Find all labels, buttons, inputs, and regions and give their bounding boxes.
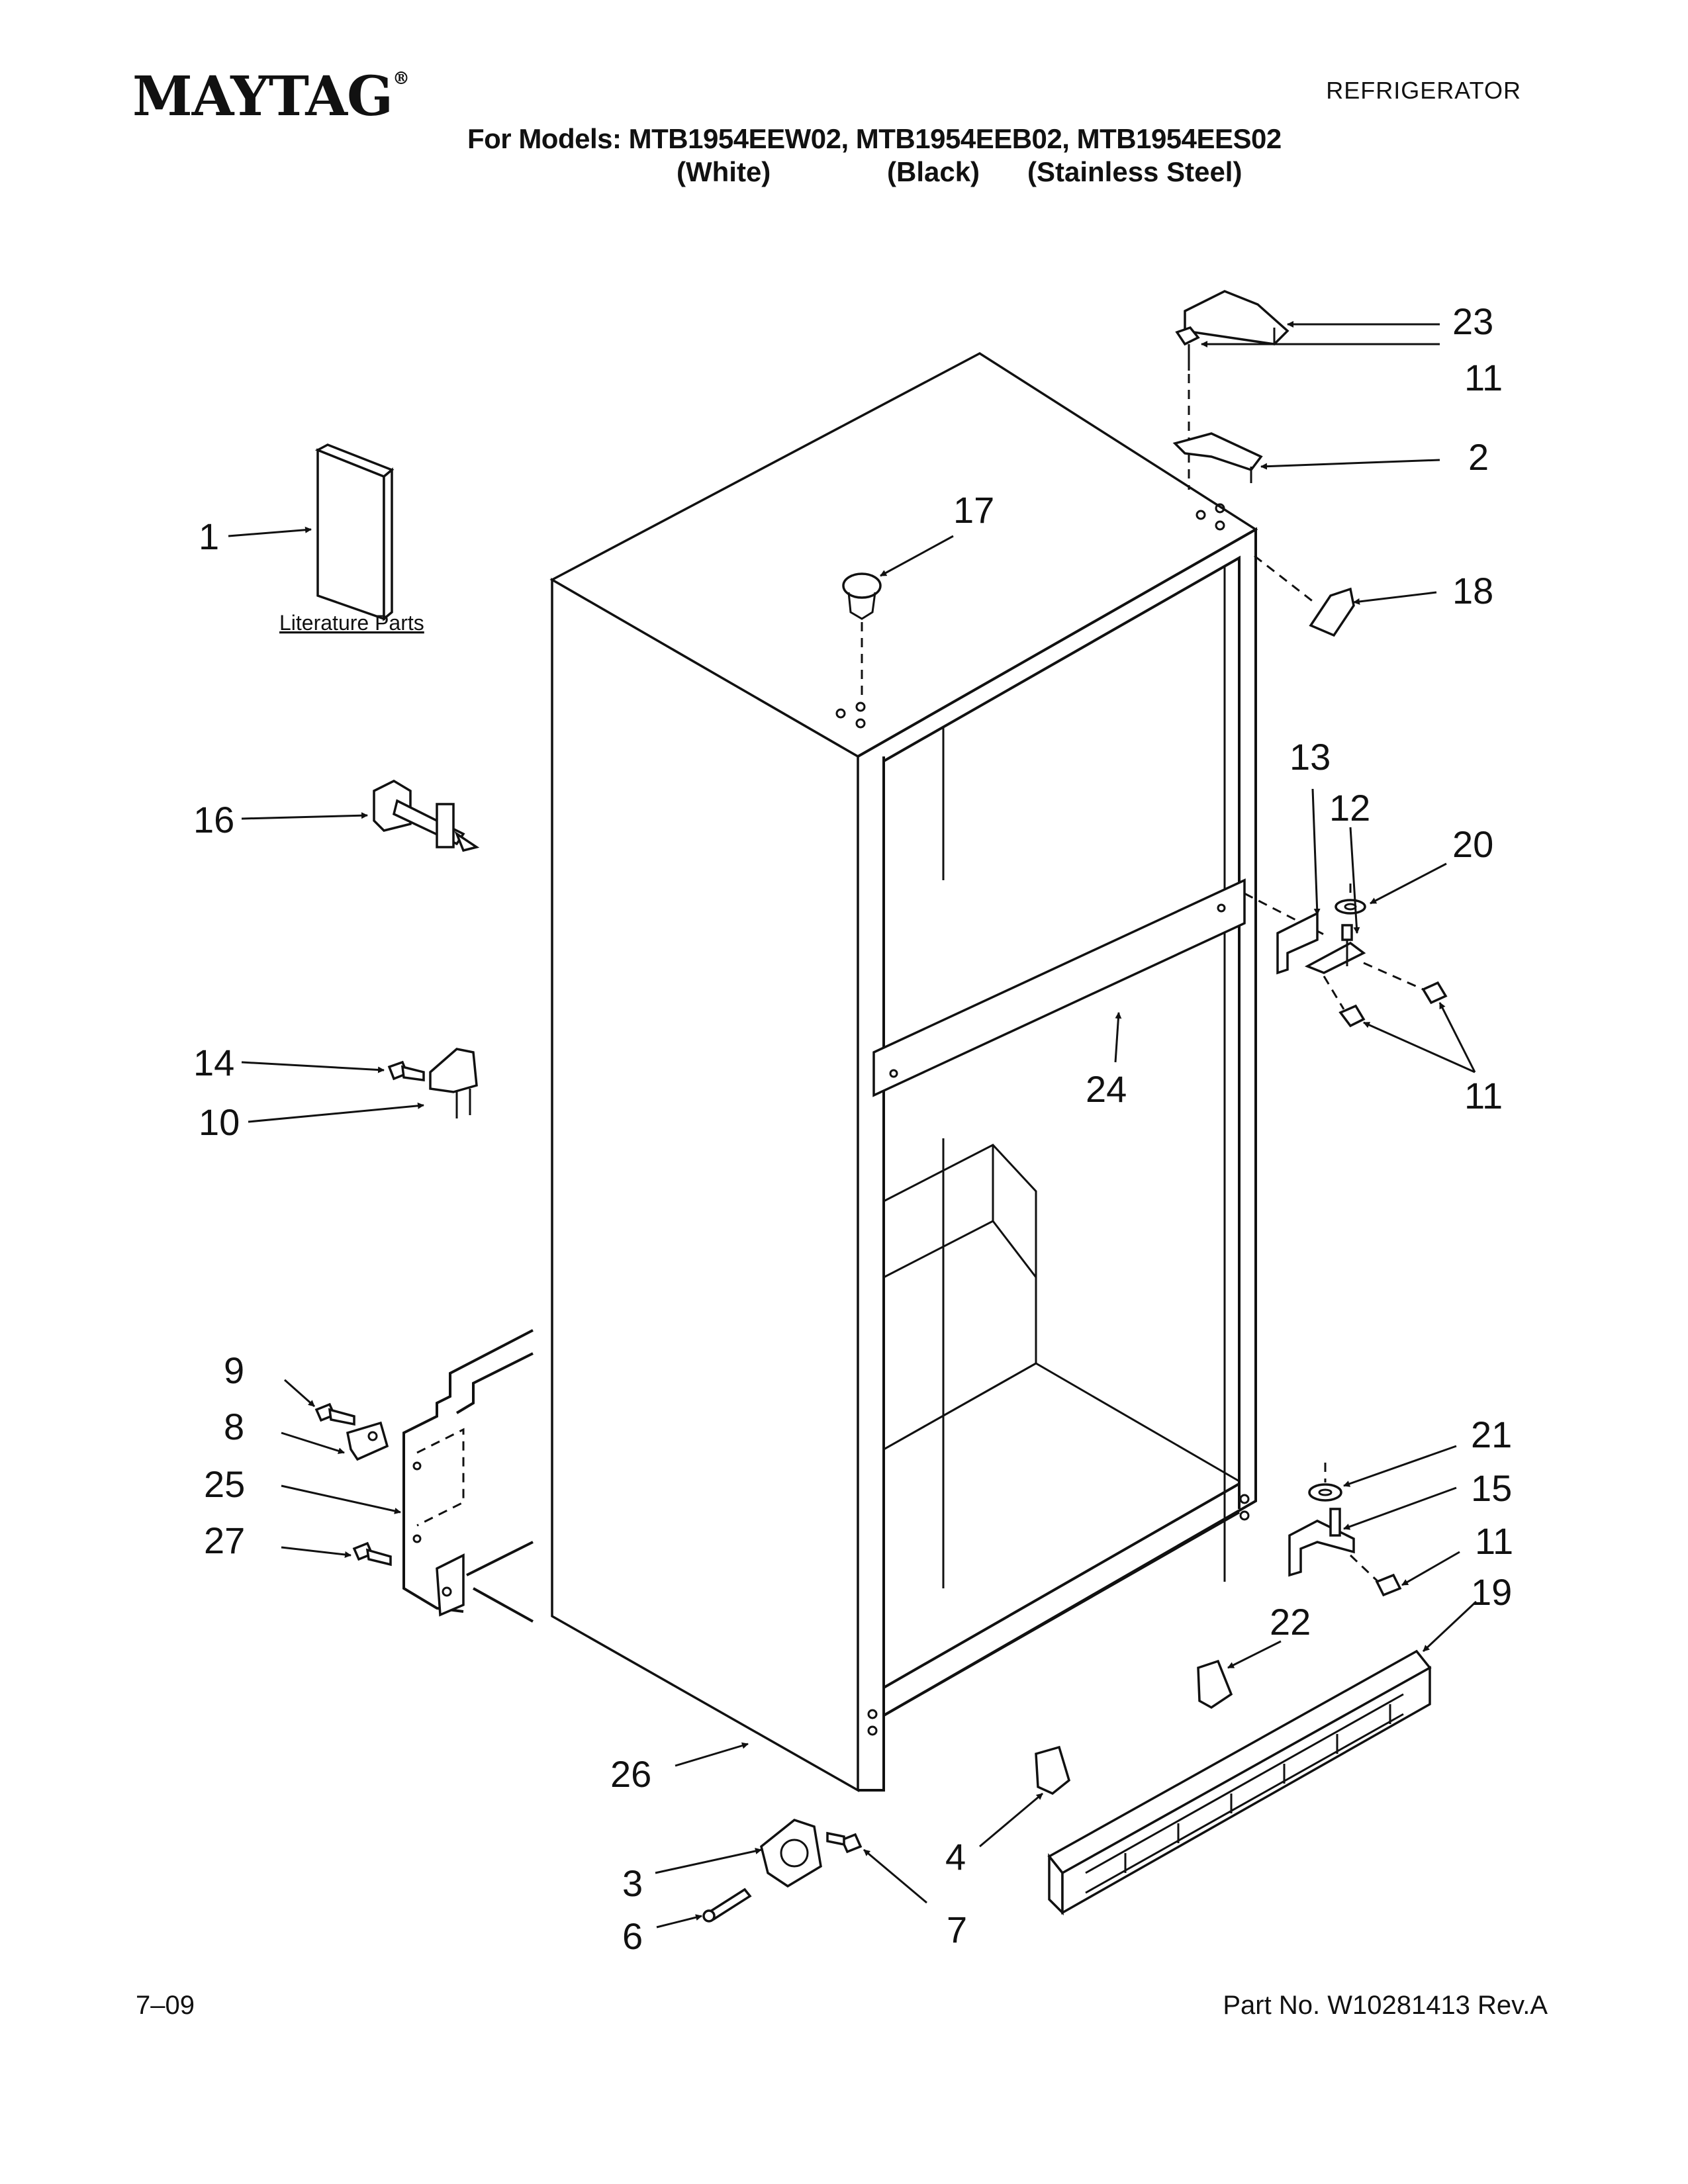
callout-1: 1 — [199, 516, 219, 557]
callout-14: 14 — [193, 1042, 234, 1083]
registered-mark: ® — [393, 69, 410, 89]
cabinet-side-wall — [402, 1329, 534, 1623]
screw-part-27 — [352, 1541, 392, 1567]
cabinet-part-26 — [549, 351, 1258, 1793]
callout-8: 8 — [224, 1406, 244, 1447]
washer-part-20 — [1335, 884, 1366, 915]
clip-part-22 — [1197, 1659, 1233, 1709]
callout-18: 18 — [1452, 570, 1493, 612]
callout-11-bottom: 11 — [1475, 1520, 1513, 1562]
callout-20: 20 — [1452, 823, 1493, 865]
hinge-part-12 — [1304, 924, 1366, 974]
divider-rail-part-24 — [872, 878, 1325, 1097]
brand-logo: MAYTAG® — [132, 65, 410, 128]
top-cap-part-23 — [1184, 290, 1289, 345]
screw-part-11-bottom — [1349, 1554, 1402, 1597]
callout-4: 4 — [945, 1836, 966, 1878]
roller-part-3 — [760, 1819, 822, 1888]
brand-name: MAYTAG — [132, 65, 393, 128]
grille-part-19 — [1047, 1649, 1432, 1916]
literature-part-1 — [314, 443, 395, 621]
clip-part-8 — [346, 1421, 389, 1461]
bracket-lower-left — [436, 1553, 465, 1617]
part-16 — [373, 780, 480, 852]
callout-24: 24 — [1086, 1068, 1127, 1110]
callout-11-mid: 11 — [1464, 1075, 1503, 1116]
variant-stainless: (Stainless Steel) — [1027, 156, 1243, 187]
top-hinge-part-2 — [1172, 432, 1263, 483]
pin-part-6 — [702, 1888, 752, 1923]
callout-15: 15 — [1471, 1467, 1512, 1509]
callout-17: 17 — [953, 489, 994, 531]
callout-26: 26 — [610, 1753, 651, 1795]
variant-white: (White) — [677, 156, 771, 187]
callout-7: 7 — [947, 1909, 967, 1950]
hinge-part-15 — [1288, 1508, 1355, 1577]
clip-part-4 — [1035, 1745, 1071, 1796]
part-number: Part No. W10281413 Rev.A — [1223, 1991, 1548, 2020]
callout-22: 22 — [1270, 1601, 1311, 1643]
literature-parts-label: Literature Parts — [279, 611, 424, 635]
callout-11-top: 11 — [1464, 357, 1503, 398]
plug-part-17 — [842, 572, 882, 695]
callout-3: 3 — [622, 1862, 643, 1904]
callout-6: 6 — [622, 1915, 643, 1957]
models-line: For Models: MTB1954EEW02, MTB1954EEB02, … — [467, 123, 1282, 154]
callout-10: 10 — [199, 1101, 240, 1143]
revision-date: 7–09 — [136, 1991, 195, 2020]
callout-25: 25 — [204, 1463, 245, 1505]
hinge-cover-part-18 — [1254, 555, 1355, 637]
part-25 — [412, 1428, 465, 1543]
callout-27: 27 — [204, 1520, 245, 1561]
appliance-category: REFRIGERATOR — [1326, 77, 1521, 104]
callout-16: 16 — [193, 799, 234, 841]
leader-lines — [228, 321, 1477, 1929]
callout-19: 19 — [1471, 1571, 1512, 1613]
callout-23: 23 — [1452, 300, 1493, 342]
screw-part-7 — [826, 1831, 863, 1854]
callout-9: 9 — [224, 1349, 244, 1391]
callout-13: 13 — [1289, 736, 1331, 778]
callout-2: 2 — [1468, 436, 1489, 478]
callout-12: 12 — [1329, 787, 1370, 829]
screw-part-11-mid-b — [1363, 962, 1448, 1005]
callout-21: 21 — [1471, 1414, 1512, 1455]
screw-part-9 — [314, 1402, 355, 1426]
callout-numbers: 23 11 2 18 17 1 16 14 10 13 12 20 11 24 … — [193, 300, 1513, 1957]
screw-part-14 — [387, 1060, 425, 1081]
screw-part-11-mid-a — [1323, 976, 1366, 1028]
bracket-part-10 — [429, 1048, 478, 1118]
top-hinge-screw-part-11 — [1175, 326, 1200, 490]
washer-part-21 — [1308, 1463, 1342, 1502]
variant-black: (Black) — [887, 156, 980, 187]
